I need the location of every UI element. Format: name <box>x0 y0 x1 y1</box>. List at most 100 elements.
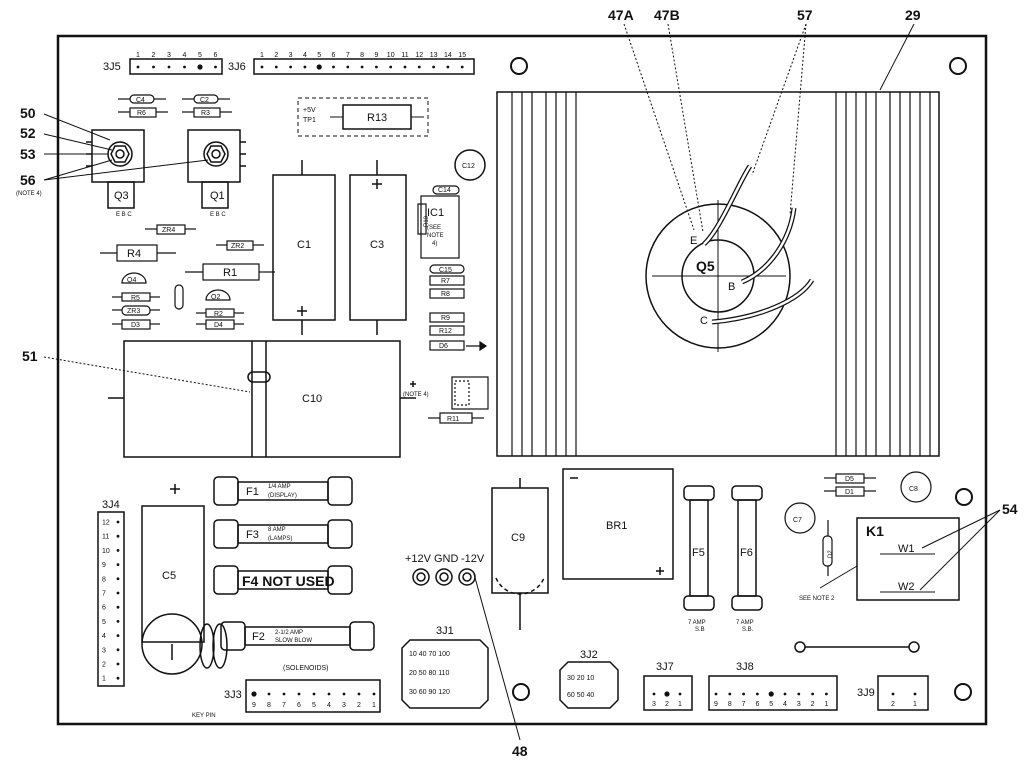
svg-text:R5: R5 <box>131 295 140 302</box>
transistor-q5 <box>645 164 815 352</box>
pin-dot <box>152 65 155 69</box>
svg-text:60 50 40: 60 50 40 <box>567 692 594 699</box>
fuses-f5-f6 <box>683 485 763 611</box>
pin-dot <box>136 65 140 69</box>
pin-dot <box>357 692 361 696</box>
svg-text:NOTE: NOTE <box>427 233 444 239</box>
svg-text:D5: D5 <box>845 476 854 483</box>
svg-text:F1: F1 <box>246 486 259 498</box>
svg-text:F4 NOT USED: F4 NOT USED <box>242 573 335 589</box>
svg-text:E B C: E B C <box>116 212 132 218</box>
capacitor-c10 <box>108 340 416 458</box>
pin-label: 9 <box>102 562 106 569</box>
pin-label: 8 <box>728 701 732 708</box>
pin-dot <box>251 691 257 697</box>
mounting-holes <box>510 57 973 701</box>
svg-text:SEE NOTE 2: SEE NOTE 2 <box>799 596 835 602</box>
svg-text:3J8: 3J8 <box>736 661 754 673</box>
pin-dot <box>664 691 670 697</box>
capacitor-c5 <box>141 484 228 675</box>
svg-text:10 40 70 100: 10 40 70 100 <box>409 651 450 658</box>
r4-label: R4 <box>127 248 141 260</box>
svg-text:D1: D1 <box>845 489 854 496</box>
k1-label: K1 <box>866 523 884 539</box>
svg-text:3J1: 3J1 <box>436 625 454 637</box>
pin-label: 2 <box>811 701 815 708</box>
pin-dot <box>825 692 828 696</box>
pin-label: 5 <box>769 701 773 708</box>
pin-label: 5 <box>198 52 202 59</box>
pin-dot <box>116 620 120 623</box>
pin-label: 11 <box>102 534 109 541</box>
pin-dot <box>372 692 376 696</box>
pin-label: 6 <box>332 52 336 59</box>
pin-dot <box>167 65 171 69</box>
pin-dot <box>312 692 316 696</box>
pin-dot <box>417 65 421 69</box>
pin-dot <box>652 692 656 696</box>
pin-label: 13 <box>430 52 438 59</box>
pin-dot <box>342 692 346 696</box>
r10-label: R10 <box>424 215 430 227</box>
svg-text:C15: C15 <box>439 267 452 274</box>
jumper-wire <box>794 641 920 653</box>
svg-text:ZR2: ZR2 <box>231 243 244 250</box>
pin-dot <box>403 65 407 69</box>
svg-text:Q4: Q4 <box>127 277 136 284</box>
pin-label: 9 <box>374 52 378 59</box>
svg-text:S.B: S.B <box>695 627 705 633</box>
pin-dot <box>274 65 278 69</box>
pin-dot <box>327 692 331 696</box>
callout-54: 54 <box>1002 501 1018 517</box>
svg-text:(SEE: (SEE <box>427 225 441 231</box>
pin-label: 3 <box>797 701 801 708</box>
pin-dot <box>783 692 787 696</box>
svg-text:4): 4) <box>432 241 437 247</box>
pin-label: 1 <box>102 676 106 683</box>
svg-text:R13: R13 <box>367 112 387 124</box>
pin-dot <box>913 692 917 696</box>
pin-label: 6 <box>214 52 218 59</box>
svg-text:30 60 90 120: 30 60 90 120 <box>409 689 450 696</box>
pin-dot <box>289 65 292 69</box>
capacitor-c1 <box>272 160 336 335</box>
pin-label: 3 <box>342 702 346 709</box>
pin-label: 3 <box>167 52 171 59</box>
svg-text:F6: F6 <box>740 547 753 559</box>
br1-label: BR1 <box>606 520 627 532</box>
svg-text:KEY PIN: KEY PIN <box>192 713 216 719</box>
svg-text:ZR4: ZR4 <box>162 227 175 234</box>
pin-dot <box>116 662 120 666</box>
pin-dot <box>768 691 774 697</box>
callout-47b: 47B <box>654 7 680 23</box>
svg-text:C12: C12 <box>462 163 475 170</box>
pin-label: 14 <box>444 52 452 59</box>
q1-label: Q1 <box>210 190 225 202</box>
svg-text:F2: F2 <box>252 631 265 643</box>
pin-dot <box>303 65 307 69</box>
connector-3j1: 3J1 10 40 70 100 20 50 80 110 30 60 90 1… <box>401 625 489 709</box>
callout-53: 53 <box>20 146 36 162</box>
pin-label: 2 <box>665 701 669 708</box>
svg-text:30 20 10: 30 20 10 <box>567 675 594 682</box>
pin-dot <box>728 692 732 696</box>
pin-dot <box>811 692 814 696</box>
pin-dot <box>116 549 120 552</box>
svg-text:B: B <box>728 281 735 293</box>
svg-text:R7: R7 <box>441 278 450 285</box>
pin-dot <box>116 577 120 581</box>
svg-text:7 AMP: 7 AMP <box>688 620 706 626</box>
ic1-area <box>417 185 488 352</box>
pin-dot <box>116 676 120 680</box>
trimmer-pot-q3 <box>86 129 145 209</box>
pin-dot <box>756 692 759 696</box>
svg-text:D4: D4 <box>214 322 223 329</box>
pin-dot <box>197 64 203 70</box>
pin-label: 12 <box>415 52 423 59</box>
c3-label: C3 <box>370 239 384 251</box>
svg-text:W2: W2 <box>898 581 915 593</box>
svg-text:C7: C7 <box>793 517 802 524</box>
